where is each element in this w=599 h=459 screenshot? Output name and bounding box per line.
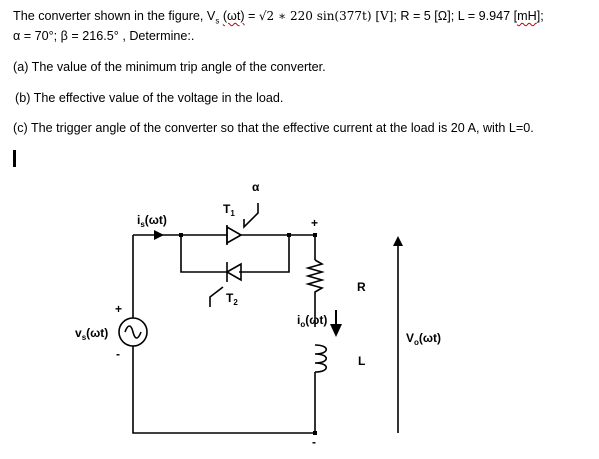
source-equation: √2 ∗ 220 sin(377t) [V]: [258, 9, 394, 23]
t2-triangle: [225, 262, 242, 282]
question-b: (b) The effective value of the voltage i…: [15, 91, 284, 105]
problem-line-1: The converter shown in the figure, Vs (ω…: [13, 9, 544, 26]
alpha-label: α: [252, 180, 260, 194]
io-arrow-head: [330, 324, 342, 337]
wire-t2-right: [239, 235, 290, 273]
mh-unit: mH: [517, 9, 537, 23]
node-bottom-right: [313, 431, 317, 435]
is-label: is(ωt): [137, 213, 167, 229]
vo-arrow-head: [393, 236, 403, 246]
line-1-end: ];: [536, 9, 544, 23]
vs-plus: +: [115, 302, 122, 316]
t1-label: T1: [223, 202, 235, 218]
l-label: L: [358, 354, 365, 368]
equals-sign: =: [244, 9, 259, 23]
node-top-right: [313, 233, 317, 237]
vo-plus: +: [311, 216, 318, 230]
t2-gate: [209, 286, 224, 307]
r-label: R: [357, 280, 366, 294]
t2-label: T2: [226, 291, 238, 307]
t1-triangle: [226, 225, 243, 245]
wire-bottom: [132, 346, 316, 434]
vs-minus: -: [116, 347, 120, 361]
question-c: (c) The trigger angle of the converter s…: [13, 121, 534, 135]
resistor-r: [305, 259, 325, 327]
vo-label: Vo(ωt): [406, 331, 441, 347]
problem-line-2: α = 70°; β = 216.5° , Determine:.: [13, 29, 195, 43]
text-converter-intro: The converter shown in the figure, V: [13, 9, 216, 23]
load-values: ; R = 5 [Ω]; L = 9.947 [: [393, 9, 518, 23]
wt-argument: (ωt): [222, 9, 245, 23]
inductor-l: [314, 344, 328, 373]
sine-symbol: [124, 325, 142, 339]
vs-subscript: s: [215, 16, 220, 26]
node-left: [179, 233, 183, 237]
t1-gate: [243, 203, 259, 229]
question-a: (a) The value of the minimum trip angle …: [13, 60, 326, 74]
ac-source: [118, 317, 148, 347]
text-cursor: [13, 150, 16, 167]
is-arrow: [154, 230, 164, 240]
node-right: [287, 233, 291, 237]
wire-top-right: [239, 234, 316, 260]
io-label: io(ωt): [297, 313, 327, 329]
wire-t2-left: [180, 235, 227, 273]
vs-label: vs(ωt): [75, 326, 108, 342]
vo-minus: -: [312, 435, 316, 449]
